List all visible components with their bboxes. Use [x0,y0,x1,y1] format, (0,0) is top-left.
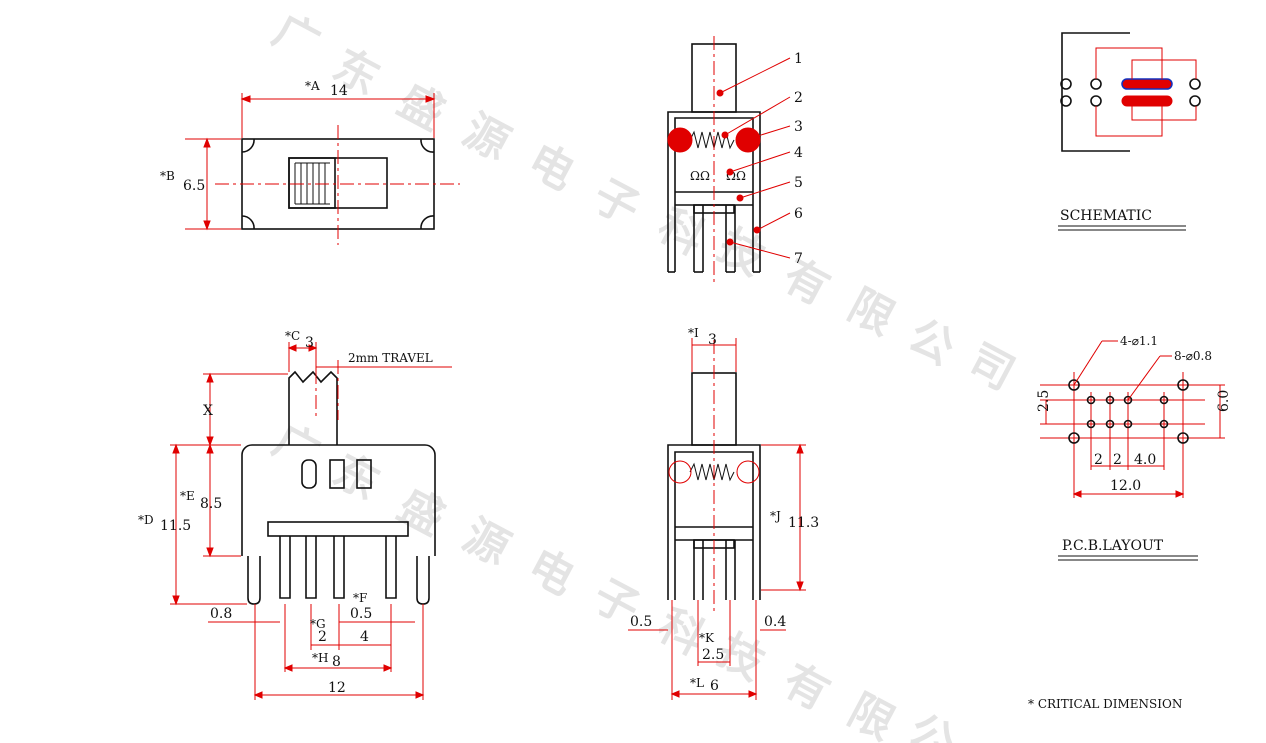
dim-c-value: 3 [305,335,314,351]
dim-b-label: *B [160,169,175,183]
watermark-char: 子 [585,170,648,236]
watermark: 广 东 盛 源 电 子 科 技 有 限 公 司 广 东 盛 源 电 子 科 技 … [265,5,1023,743]
footnote: * CRITICAL DIMENSION [1028,697,1182,711]
watermark-char: 源 [455,510,518,576]
dim-g-label: *G [310,617,326,631]
watermark-char: 有 [775,655,838,721]
dim-c-label: *C [285,329,300,343]
watermark-char: 广 [265,5,328,71]
holes-a-label: 4-⌀1.1 [1120,334,1158,348]
watermark-char: 限 [840,685,903,743]
callout-2: 2 [794,90,803,106]
dim-h-label: *H [312,651,328,665]
callout-5: 5 [794,175,803,191]
schematic-title: SCHEMATIC [1060,208,1152,224]
corner-arc [241,138,255,153]
dim-h-value: 8 [332,654,341,670]
dim-f-value: 0.5 [350,606,372,622]
dim-e-label: *E [180,489,195,503]
schematic: SCHEMATIC [1058,32,1201,231]
dim-x-label: X [203,403,213,419]
pcb-title: P.C.B.LAYOUT [1062,538,1164,554]
dim-6-0: 6.0 [1216,390,1232,412]
watermark-char: 司 [960,335,1023,401]
watermark-char: 电 [520,135,583,201]
contact-bar-icon [1121,95,1173,107]
cross-section-view: ΩΩ ΩΩ 1 2 3 4 5 6 7 [667,36,803,282]
dim-12: 12 [328,680,346,696]
travel-label: 2mm TRAVEL [348,351,433,365]
dim-0-4: 0.4 [764,614,786,630]
dim-k-value: 2.5 [702,647,724,663]
dim-d-value: 11.5 [160,518,191,534]
corner-arc [420,138,435,153]
ball-left-icon [667,127,693,153]
corner-arc [241,215,255,230]
dim-g-value: 2 [318,629,327,645]
side-view: *C 3 2mm TRAVEL X *E 8.5 *D 11.5 0.8 *F … [138,329,452,700]
watermark-char: 有 [775,250,838,316]
callout-6: 6 [794,206,803,222]
contact-mark: ΩΩ [690,169,710,183]
dim-4-0: 4.0 [1134,452,1156,468]
dim-i-label: *I [688,326,699,340]
dim-0-5: 0.5 [630,614,652,630]
dim-f-label: *F [353,591,367,605]
dim-j-value: 11.3 [788,515,819,531]
contact-bar-icon [1121,78,1173,90]
callout-3: 3 [794,119,803,135]
dim-l-value: 6 [710,678,719,694]
dim-12-0: 12.0 [1110,478,1141,494]
callout-1: 1 [794,51,803,67]
dim-j-label: *J [770,509,781,523]
watermark-char: 公 [900,310,963,376]
holes-b-label: 8-⌀0.8 [1174,349,1212,363]
dim-2b: 2 [1113,452,1122,468]
top-view: *A 14 *B 6.5 [160,79,460,245]
watermark-char: 盛 [390,75,453,141]
dim-4: 4 [360,629,369,645]
actuator [288,370,338,445]
dim-k-label: *K [699,631,715,645]
dim-d-label: *D [138,513,154,527]
dim-b-value: 6.5 [183,178,205,194]
watermark-char: 广 [265,415,328,481]
watermark-char: 公 [900,705,963,743]
dim-e-value: 8.5 [200,496,222,512]
watermark-char: 限 [840,280,903,346]
watermark-char: 源 [455,105,518,171]
dim-a-label: *A [305,79,320,93]
dim-2a: 2 [1094,452,1103,468]
callout-7: 7 [794,251,803,267]
pcb-layout: 4-⌀1.1 8-⌀0.8 2.5 6.0 2 2 4.0 12.0 P.C.B… [1036,334,1232,561]
dim-2-5: 2.5 [1036,390,1052,412]
slide-knob [288,157,336,209]
dim-a-value: 14 [330,83,348,99]
corner-arc [420,215,435,230]
dim-0-8: 0.8 [210,606,232,622]
end-view: *I 3 *J 11.3 0.5 0.4 *K 2.5 *L 6 [628,326,819,700]
watermark-char: 技 [710,220,773,286]
dim-i-value: 3 [708,332,717,348]
callout-4: 4 [794,145,803,161]
dim-l-label: *L [690,676,704,690]
watermark-char: 电 [520,540,583,606]
